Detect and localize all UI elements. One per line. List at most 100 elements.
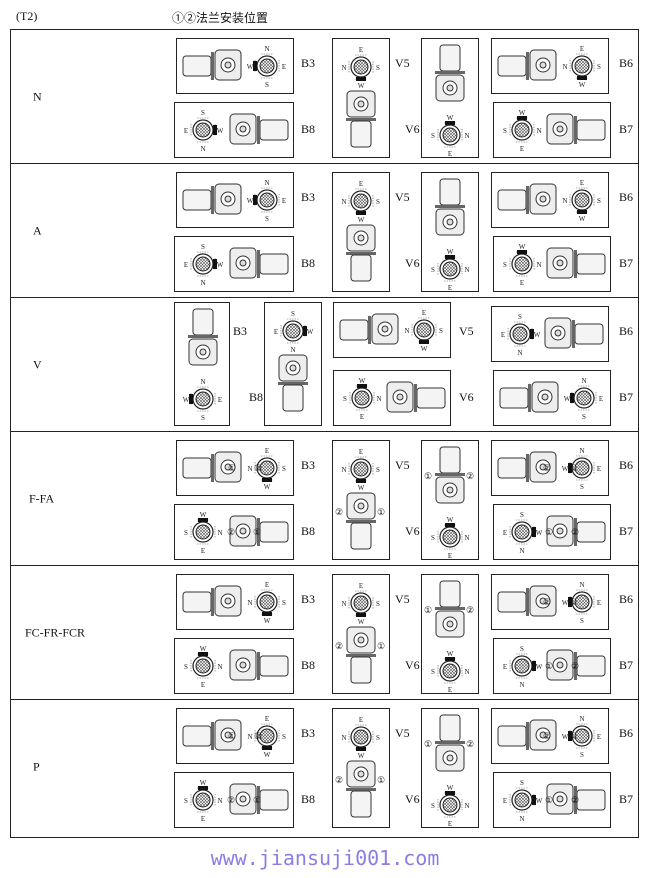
svg-text:S: S [580, 751, 584, 758]
gearmotor-icon [496, 582, 571, 627]
svg-text:E: E [282, 197, 286, 205]
svg-text:W: W [519, 243, 526, 251]
svg-text:N: N [579, 447, 584, 455]
position-label-b3: B3 [301, 190, 316, 204]
svg-text:S: S [282, 733, 286, 741]
position-label-v6: V6 [405, 658, 420, 672]
svg-text:S: S [201, 109, 205, 117]
svg-text:S: S [520, 511, 524, 519]
svg-text:W: W [536, 663, 542, 671]
svg-text:N: N [290, 346, 295, 353]
position-label-b8: B8 [249, 390, 264, 404]
flange-marker: ② [227, 527, 236, 537]
svg-text:S: S [343, 395, 347, 403]
svg-text:E: E [359, 180, 363, 188]
svg-text:S: S [580, 483, 584, 490]
position-label-v6: V6 [405, 792, 420, 806]
svg-text:N: N [341, 734, 346, 742]
svg-text:W: W [264, 617, 271, 624]
svg-text:S: S [376, 734, 380, 742]
svg-text:S: S [597, 197, 601, 205]
position-label-v5: V5 [395, 190, 410, 204]
position-label-b6: B6 [619, 190, 634, 204]
flange-marker: ② [335, 507, 344, 517]
svg-text:W: W [200, 511, 207, 519]
svg-text:N: N [217, 529, 222, 537]
flange-marker: ① [424, 605, 433, 615]
flange-marker: ② [571, 795, 580, 805]
svg-text:W: W [358, 484, 365, 491]
gearmotor-icon [496, 46, 571, 91]
svg-text:W: W [534, 331, 540, 339]
gearmotor-icon [430, 713, 470, 788]
svg-text:N: N [217, 797, 222, 805]
svg-text:W: W [359, 377, 366, 385]
svg-text:S: S [201, 414, 205, 421]
gearmotor-icon [496, 716, 571, 761]
svg-text:E: E [359, 46, 363, 54]
svg-text:N: N [519, 547, 524, 554]
diagram-title: ①②法兰安装位置 [172, 11, 269, 25]
svg-text:S: S [282, 599, 286, 607]
svg-text:S: S [520, 645, 524, 653]
svg-text:N: N [376, 395, 381, 403]
gearmotor-icon [215, 110, 290, 155]
svg-text:E: E [448, 820, 452, 827]
svg-text:N: N [581, 377, 586, 385]
row-label: A [33, 223, 42, 237]
svg-text:W: W [562, 599, 569, 607]
gearmotor-icon [532, 244, 607, 289]
position-label-b7: B7 [619, 390, 634, 404]
svg-text:E: E [597, 465, 601, 473]
svg-text:S: S [376, 600, 380, 608]
svg-text:E: E [265, 581, 269, 589]
gearmotor-icon [372, 378, 447, 423]
svg-text:E: E [520, 145, 524, 152]
svg-text:S: S [503, 261, 507, 269]
row-label: F-FA [29, 491, 55, 505]
flange-marker: ① [569, 731, 578, 741]
gearmotor-icon [530, 314, 605, 359]
position-label-b6: B6 [619, 726, 634, 740]
svg-text:S: S [201, 243, 205, 251]
svg-text:E: E [580, 45, 584, 53]
gearmotor-icon [532, 646, 607, 691]
flange-marker: ① [253, 527, 262, 537]
svg-text:E: E [597, 599, 601, 607]
gearmotor-icon [430, 445, 470, 520]
svg-text:W: W [307, 328, 313, 336]
svg-text:E: E [597, 733, 601, 741]
svg-text:S: S [291, 310, 295, 318]
svg-text:N: N [404, 327, 409, 335]
row-label: FC-FR-FCR [25, 625, 86, 639]
flange-marker: ② [227, 795, 236, 805]
gearmotor-icon [498, 378, 573, 423]
svg-text:S: S [431, 668, 435, 676]
svg-text:N: N [562, 63, 567, 71]
svg-text:S: S [431, 132, 435, 140]
svg-text:E: E [184, 127, 188, 135]
position-label-b6: B6 [619, 592, 634, 606]
svg-text:W: W [447, 114, 454, 122]
position-label-b8: B8 [301, 792, 316, 806]
svg-text:S: S [520, 779, 524, 787]
